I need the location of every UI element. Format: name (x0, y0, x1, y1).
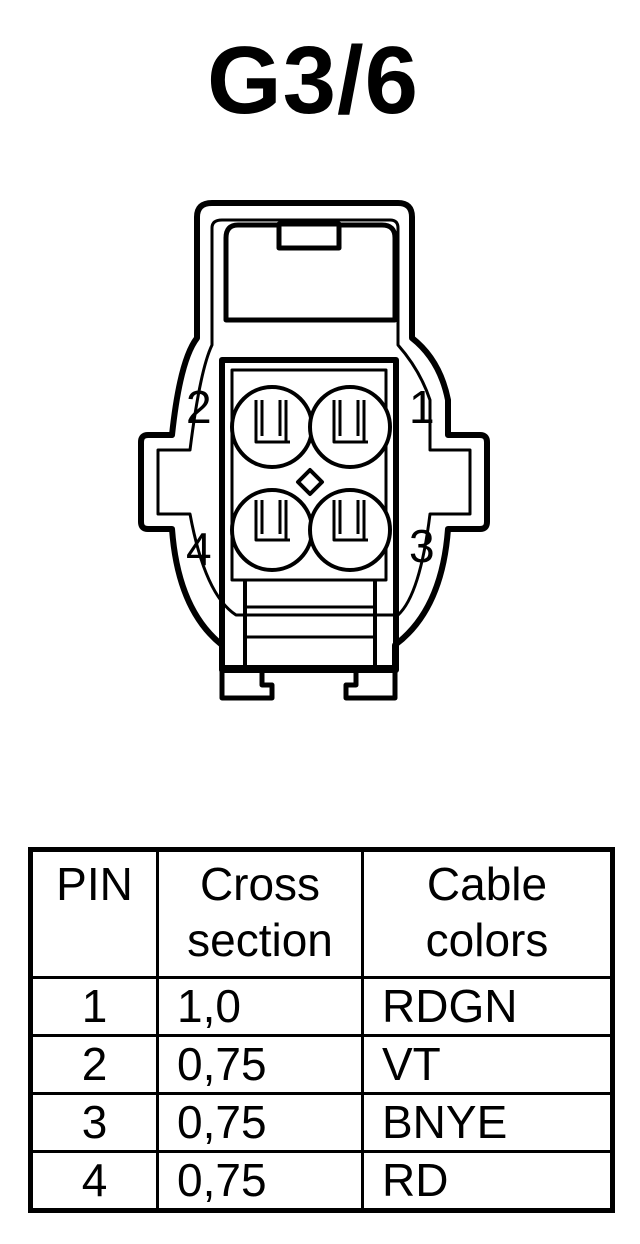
pin-cavity-1 (308, 385, 392, 469)
cell-cross-section: 0,75 (156, 1034, 364, 1095)
cavity-block (219, 357, 399, 673)
header-cable-colors-line2: colors (425, 914, 549, 966)
header-cable-colors: Cable colors (361, 848, 614, 979)
table-row: 2 0,75 VT (29, 1034, 614, 1095)
cell-cross-section: 0,75 (156, 1092, 364, 1153)
connector-face-drawing: 2 1 4 3 (138, 200, 490, 701)
cell-cable-color: RDGN (361, 976, 614, 1037)
pin-assignment-table: PIN Cross section Cable colors 1 1,0 RDG… (28, 847, 615, 1213)
cell-pin: 2 (29, 1034, 159, 1095)
pin-label-1: 1 (409, 381, 435, 433)
header-cross-section: Cross section (156, 848, 364, 979)
cell-pin: 1 (29, 976, 159, 1037)
connector-title: G3/6 (206, 27, 420, 134)
locking-foot-right (343, 668, 398, 701)
cell-cross-section: 1,0 (156, 976, 364, 1037)
header-pin: PIN (29, 848, 159, 979)
pin-cavity-4 (230, 488, 314, 572)
cell-pin: 4 (29, 1150, 159, 1212)
header-cable-colors-line1: Cable (426, 858, 548, 910)
cell-cable-color: RD (361, 1150, 614, 1212)
latch-tab (276, 221, 342, 251)
table-row: 1 1,0 RDGN (29, 976, 614, 1037)
cell-cable-color: BNYE (361, 1092, 614, 1153)
header-cross-section-line1: Cross (199, 858, 321, 910)
cell-cable-color: VT (361, 1034, 614, 1095)
pin-label-3: 3 (409, 520, 435, 572)
header-cross-section-line2: section (187, 914, 333, 966)
table-row: 4 0,75 RD (29, 1150, 614, 1212)
pin-label-2: 2 (186, 381, 212, 433)
cavity-block-inner (230, 368, 388, 582)
latch-window (223, 222, 398, 323)
connector-inner-outline (156, 218, 472, 617)
table-row: 3 0,75 BNYE (29, 1092, 614, 1153)
cell-pin: 3 (29, 1092, 159, 1153)
polarization-diamond-icon (296, 468, 324, 496)
pin-cavity-3 (308, 488, 392, 572)
pin-label-4: 4 (186, 523, 212, 575)
locking-foot-left (219, 668, 275, 701)
pin-cavity-2 (230, 385, 314, 469)
header-pin-label: PIN (56, 858, 133, 910)
cell-cross-section: 0,75 (156, 1150, 364, 1212)
table-header-row: PIN Cross section Cable colors (29, 848, 614, 979)
